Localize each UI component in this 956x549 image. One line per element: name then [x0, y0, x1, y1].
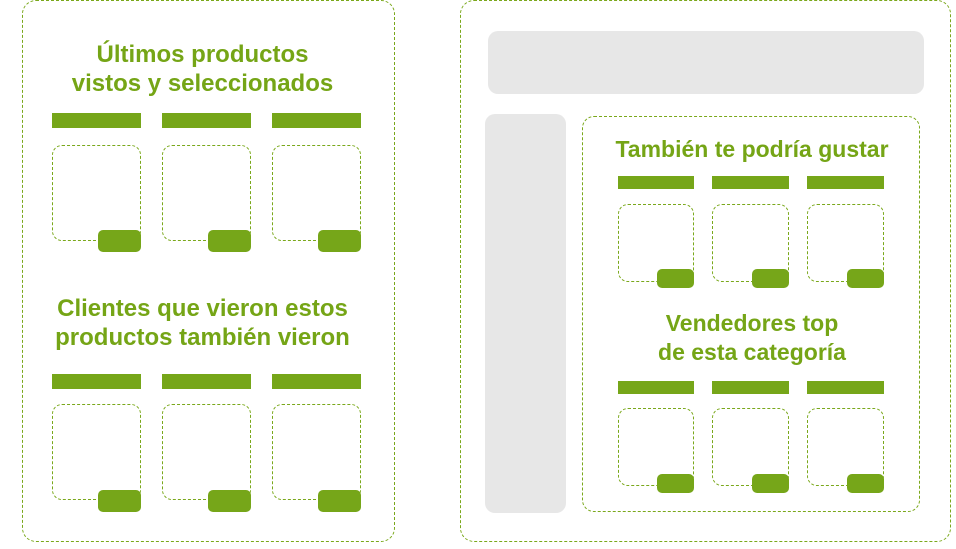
recent-product-3-action[interactable] [318, 230, 361, 252]
you-may-like-product-2-action[interactable] [752, 269, 789, 288]
recent-product-1-header [52, 113, 141, 128]
top-sellers-product-1-card[interactable] [618, 408, 694, 486]
also-viewed-product-1-card[interactable] [52, 404, 141, 500]
top-sellers-product-1-header [618, 381, 694, 394]
recent-product-1-card[interactable] [52, 145, 141, 241]
also-viewed-product-1-header [52, 374, 141, 389]
recent-product-1-action[interactable] [98, 230, 141, 252]
right-page-layout-panel [460, 0, 951, 542]
also-viewed-product-3-action[interactable] [318, 490, 361, 512]
recent-product-2-header [162, 113, 251, 128]
top-sellers-product-1-action[interactable] [657, 474, 694, 493]
recommendations-box [582, 116, 920, 512]
you-may-like-product-1-card[interactable] [618, 204, 694, 282]
you-may-like-product-1-action[interactable] [657, 269, 694, 288]
you-may-like-title: También te podría gustar [615, 136, 889, 162]
top-sellers-product-3-action[interactable] [847, 474, 884, 493]
you-may-like-product-3-action[interactable] [847, 269, 884, 288]
top-sellers-product-2-header [712, 381, 789, 394]
also-viewed-product-2-card[interactable] [162, 404, 251, 500]
also-viewed-product-2-action[interactable] [208, 490, 251, 512]
also-viewed-product-3-header [272, 374, 361, 389]
also-viewed-product-3-card[interactable] [272, 404, 361, 500]
header-placeholder [488, 31, 924, 94]
sidebar-placeholder [485, 114, 566, 513]
you-may-like-product-2-card[interactable] [712, 204, 789, 282]
recent-products-title: Últimos productos vistos y seleccionados [71, 41, 334, 97]
top-sellers-product-3-header [807, 381, 884, 394]
top-sellers-product-2-action[interactable] [752, 474, 789, 493]
also-viewed-product-2-header [162, 374, 251, 389]
also-viewed-product-1-action[interactable] [98, 490, 141, 512]
you-may-like-product-3-card[interactable] [807, 204, 884, 282]
also-viewed-title: Clientes que vieron estos productos tamb… [55, 295, 350, 351]
you-may-like-product-3-header [807, 176, 884, 189]
recent-product-3-card[interactable] [272, 145, 361, 241]
recent-product-2-action[interactable] [208, 230, 251, 252]
recent-product-3-header [272, 113, 361, 128]
top-sellers-title: Vendedores top de esta categoría [658, 310, 846, 365]
recent-product-2-card[interactable] [162, 145, 251, 241]
you-may-like-product-2-header [712, 176, 789, 189]
top-sellers-product-3-card[interactable] [807, 408, 884, 486]
top-sellers-product-2-card[interactable] [712, 408, 789, 486]
left-recommendations-panel [22, 0, 395, 542]
you-may-like-product-1-header [618, 176, 694, 189]
